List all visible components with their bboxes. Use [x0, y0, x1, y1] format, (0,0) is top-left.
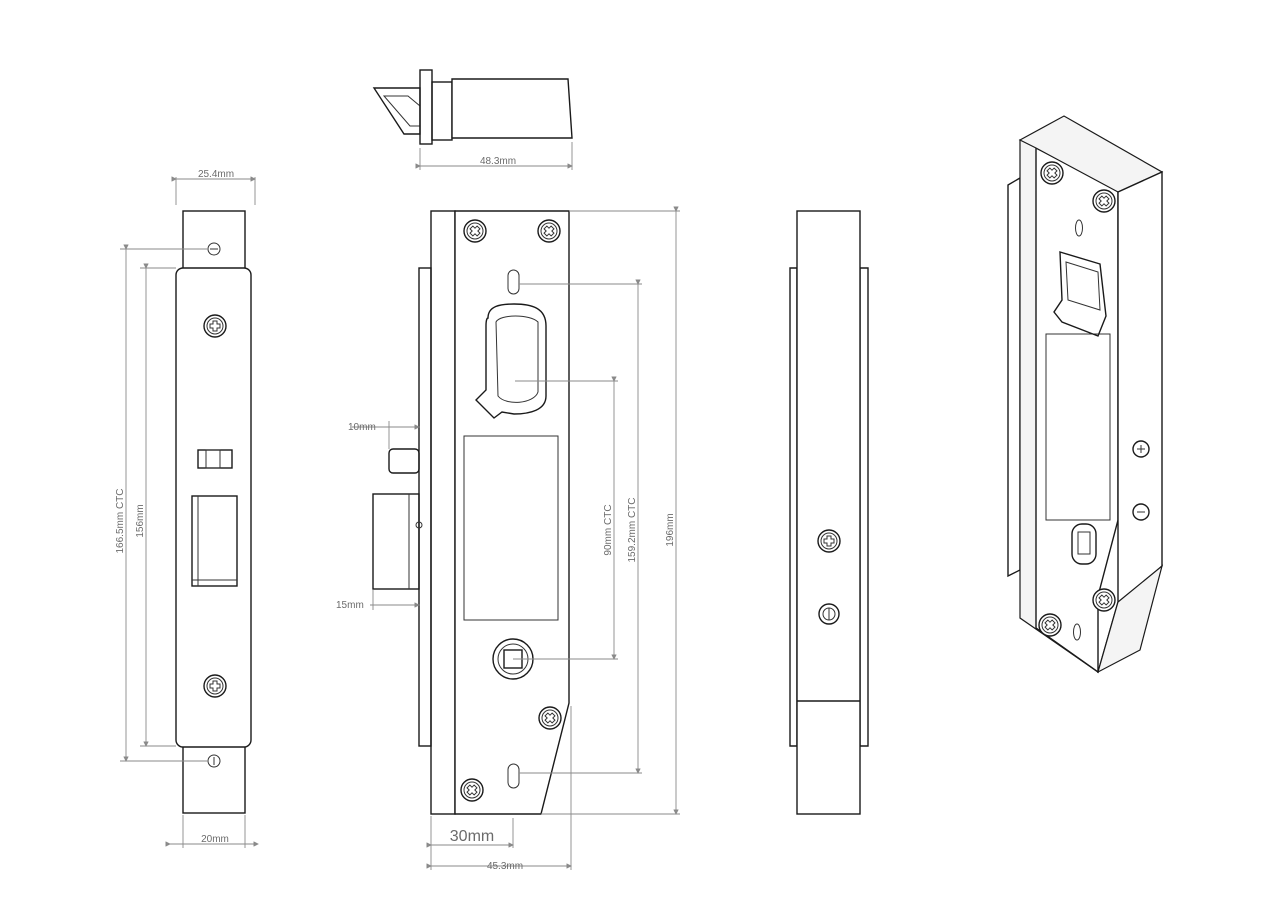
latch-stub — [388, 448, 420, 474]
dim-front-ctc-outer: 166.5mm CTC — [115, 488, 126, 553]
dim-front-case-width: 20mm — [201, 834, 229, 845]
top-case-body — [451, 78, 573, 139]
slot-bottom — [507, 763, 520, 789]
faceplate — [175, 267, 252, 748]
faceplate-screw-bottom — [203, 674, 227, 698]
slot-top — [507, 269, 520, 295]
cylinder-cutout — [475, 303, 547, 419]
label-plate — [463, 435, 559, 621]
iso-label-plate — [1045, 333, 1111, 521]
faceplate-screw-top — [203, 314, 227, 338]
edge-case — [796, 210, 861, 815]
case-screw-3 — [538, 706, 562, 730]
isometric-view — [1007, 115, 1164, 674]
dim-side-10: 10mm — [348, 422, 376, 433]
iso-screw-2 — [1092, 189, 1116, 213]
dim-side-30: 30mm — [450, 828, 494, 845]
case-screw-2 — [537, 219, 561, 243]
iso-screw-1 — [1040, 161, 1064, 185]
dim-height-196: 196mm — [665, 513, 676, 546]
case-screw-1 — [463, 219, 487, 243]
dim-top-length: 48.3mm — [480, 156, 516, 167]
case-plate — [454, 210, 570, 815]
iso-screw-3 — [1092, 588, 1116, 612]
iso-cylinder-cutout — [1053, 251, 1107, 337]
dim-front-ctc-inner: 156mm — [135, 504, 146, 537]
case-edge — [430, 210, 456, 815]
dim-side-15: 15mm — [336, 600, 364, 611]
edge-view — [789, 210, 869, 815]
iso-spindle — [1071, 523, 1097, 565]
dim-front-width: 25.4mm — [198, 169, 234, 180]
top-view: 48.3mm — [372, 69, 573, 170]
front-view: 25.4mm 166.5mm CTC 156mm 20mm — [115, 169, 259, 848]
deadbolt — [191, 495, 238, 587]
case-screw-4 — [460, 778, 484, 802]
dim-ctc-1592: 159.2mm CTC — [627, 497, 638, 562]
dim-side-453: 45.3mm — [487, 861, 523, 872]
side-view: 10mm 15mm 30mm 45.3mm 90mm CTC 159.2mm C… — [336, 206, 680, 872]
bolt-stub — [372, 493, 420, 590]
dim-ctc-90: 90mm CTC — [603, 504, 614, 555]
iso-screw-4 — [1038, 613, 1062, 637]
edge-screw-top — [817, 529, 841, 553]
